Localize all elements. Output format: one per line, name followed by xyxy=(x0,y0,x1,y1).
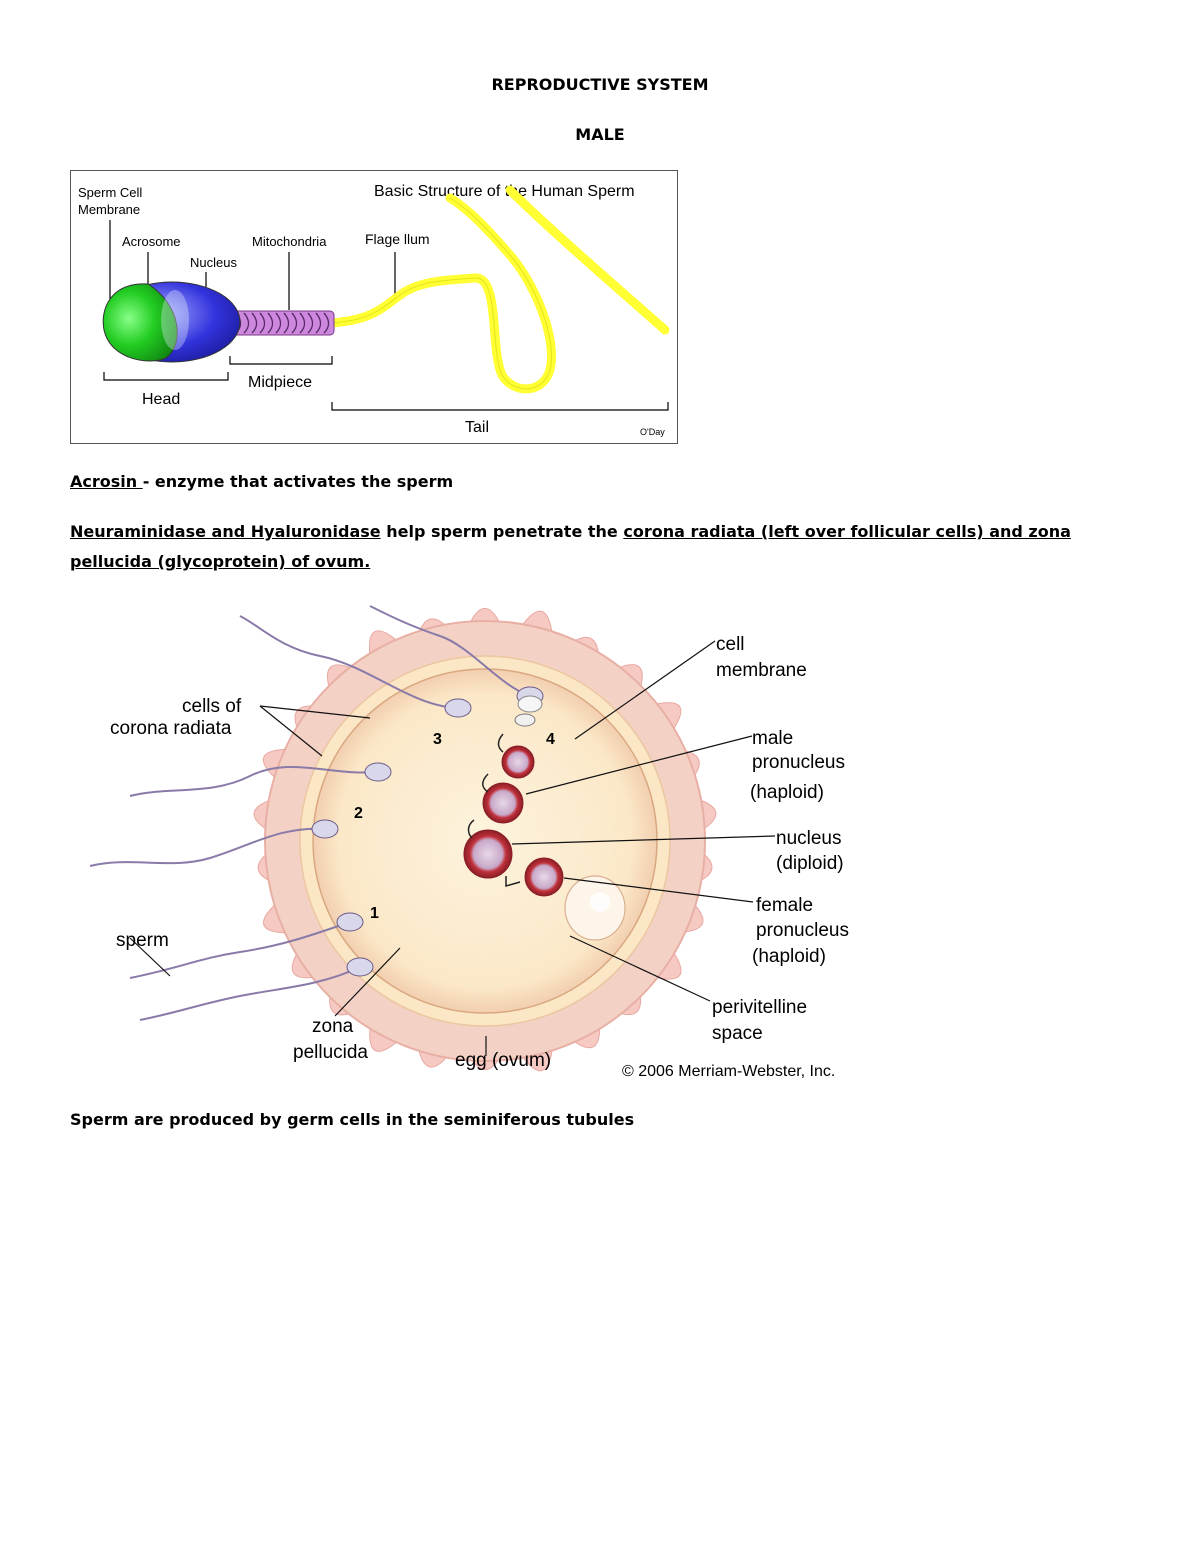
sperm-tail xyxy=(89,827,326,867)
enzymes-target: corona radiata (left over follicular cel… xyxy=(70,522,1071,571)
corona-label-line2: corona radiata xyxy=(110,718,232,739)
male-pronucleus-label-line1: male xyxy=(752,728,793,749)
enzymes-paragraph: Neuraminidase and Hyaluronidase help spe… xyxy=(70,517,1130,577)
midpiece-label: Midpiece xyxy=(248,374,312,391)
zona-label-line1: zona xyxy=(312,1016,354,1037)
cell-membrane-label-line2: membrane xyxy=(716,660,807,681)
sperm-label: sperm xyxy=(116,930,169,951)
fertilization-diagram: 3 4 2 1 cells of corona radiata sperm zo… xyxy=(89,605,849,1080)
nucleus-label-line2: (diploid) xyxy=(776,853,844,874)
acrosin-paragraph: Acrosin - enzyme that activates the sper… xyxy=(70,467,1130,497)
sperm-tail xyxy=(129,921,351,979)
sperm-tail xyxy=(239,615,459,709)
zona-label-line2: pellucida xyxy=(293,1042,368,1063)
step-3: 3 xyxy=(433,731,442,748)
mitochondria-label: Mitochondria xyxy=(252,234,327,249)
nucleus-label: Nucleus xyxy=(190,255,237,270)
sperm-tail xyxy=(369,605,531,697)
acrosome-label: Acrosome xyxy=(122,234,181,249)
membrane-label-line2: Membrane xyxy=(78,202,140,217)
head-label: Head xyxy=(142,391,180,408)
sperm-head xyxy=(444,698,472,718)
pronucleus-small xyxy=(501,745,535,779)
sperm-cells xyxy=(89,605,544,1021)
enzymes-middle: help sperm penetrate the xyxy=(380,522,624,541)
male-pronucleus-label-line2: pronucleus xyxy=(752,752,845,773)
male-pronucleus-label-line3: (haploid) xyxy=(750,782,824,803)
sperm-head xyxy=(346,957,374,977)
corona-label-line1: cells of xyxy=(182,696,242,717)
male-pronucleus xyxy=(482,782,524,824)
sperm-head xyxy=(336,912,364,932)
sperm-tail xyxy=(139,966,361,1021)
document-subtitle: MALE xyxy=(575,125,625,144)
sperm-midpiece xyxy=(229,310,335,336)
sperm-structure-diagram: Basic Structure of the Human Sperm Sperm… xyxy=(70,170,678,444)
step-2: 2 xyxy=(354,805,363,822)
female-pronucleus xyxy=(524,857,564,897)
sperm-tail xyxy=(129,765,379,797)
document-title: REPRODUCTIVE SYSTEM xyxy=(491,75,709,94)
enzymes-term: Neuraminidase and Hyaluronidase xyxy=(70,522,381,541)
female-pronucleus-label-line3: (haploid) xyxy=(752,946,826,967)
perivitelline-label-line1: perivitelline xyxy=(712,997,807,1018)
membrane-label-line1: Sperm Cell xyxy=(78,185,142,200)
acrosin-term: Acrosin xyxy=(70,472,143,491)
acrosin-description: - enzyme that activates the sperm xyxy=(142,472,454,491)
step-4: 4 xyxy=(546,731,555,748)
female-pronucleus-label-line1: female xyxy=(756,895,813,916)
copyright-label: © 2006 Merriam-Webster, Inc. xyxy=(622,1063,835,1080)
diploid-nucleus xyxy=(463,829,513,879)
sperm-head xyxy=(311,819,339,839)
tail-label: Tail xyxy=(465,419,489,436)
sperm-head xyxy=(364,762,392,782)
cell-membrane-label-line1: cell xyxy=(716,634,745,655)
perivitelline-label-line2: space xyxy=(712,1023,763,1044)
egg-label: egg (ovum) xyxy=(455,1050,551,1071)
sperm-production-paragraph: Sperm are produced by germ cells in the … xyxy=(70,1110,635,1129)
sperm-head xyxy=(102,281,241,363)
nucleus-label-line1: nucleus xyxy=(776,828,842,849)
step-1: 1 xyxy=(370,905,379,922)
flagellum-label: Flage llum xyxy=(365,231,430,247)
figure-credit: O'Day xyxy=(640,427,665,437)
female-pronucleus-label-line2: pronucleus xyxy=(756,920,849,941)
figure-title: Basic Structure of the Human Sperm xyxy=(374,183,635,200)
